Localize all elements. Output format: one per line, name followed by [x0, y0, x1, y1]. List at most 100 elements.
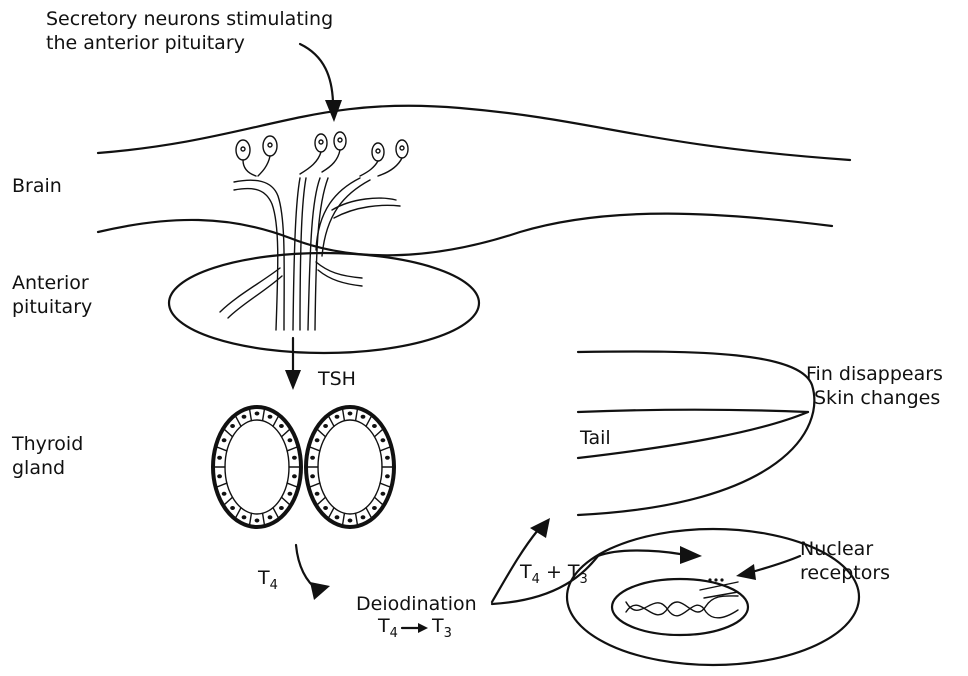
follicle-cell-divider: [309, 483, 320, 487]
follicle-cell-divider: [216, 483, 227, 487]
follicle-cell-nucleus: [292, 474, 297, 478]
follicle-cell-nucleus: [335, 515, 340, 519]
follicle-cell-divider: [263, 408, 265, 421]
follicle-cell-nucleus: [335, 415, 340, 419]
secretory-arrow-line: [300, 44, 333, 102]
follicle-cell-divider: [249, 408, 251, 421]
follicle-cell-divider: [380, 483, 391, 487]
follicle-cell-nucleus: [279, 424, 284, 428]
brain-upper-outline: [98, 106, 850, 160]
follicle-cell-nucleus: [361, 515, 366, 519]
anterior-pituitary-label-line1: Anterior: [12, 271, 89, 295]
tail-inner-lower: [578, 412, 808, 458]
follicle-cell-nucleus: [217, 456, 222, 460]
deiodination-to-cell-arrowhead: [680, 546, 702, 564]
follicle-cell-divider: [366, 508, 372, 519]
nucleus-outline: [612, 579, 748, 635]
follicle-cell-nucleus: [372, 424, 377, 428]
follicle-cell-divider: [316, 497, 325, 505]
t4-arrowhead: [310, 582, 330, 600]
conversion-label: T4: [378, 614, 398, 641]
follicle-cell-divider: [287, 446, 298, 450]
follicle-cell-nucleus: [385, 456, 390, 460]
follicle-cell-nucleus: [222, 492, 227, 496]
nuclear-receptors-arrow-line: [752, 556, 800, 572]
conversion-t4-base: T: [378, 615, 390, 637]
conversion-t3-subscript: 3: [444, 626, 452, 641]
follicle-cell-divider: [273, 415, 279, 426]
secretory-neurons-label-line2: the anterior pituitary: [46, 31, 245, 55]
nuclear-receptors-arrowhead: [736, 564, 756, 580]
follicle-cell-divider: [316, 428, 325, 436]
follicle-cell-divider: [380, 446, 391, 450]
t4t3-t4-subscript: 4: [532, 572, 540, 587]
brain-lower-outline: [98, 214, 832, 256]
follicle-cell-nucleus: [255, 519, 260, 523]
follicle-cell-nucleus: [323, 506, 328, 510]
follicle-cell-divider: [223, 497, 232, 505]
follicle-cell-divider: [342, 513, 344, 526]
follicle-cells: [213, 408, 394, 526]
thyroid-follicle-right: [306, 407, 394, 527]
follicle-cell-nucleus: [268, 515, 273, 519]
tsh-arrowhead: [285, 370, 301, 390]
skin-changes-label: Skin changes: [814, 386, 940, 410]
conversion-arrowhead: [418, 623, 428, 633]
fin-disappears-label: Fin disappears: [806, 362, 943, 386]
secretory-neurons-label-line1: Secretory neurons stimulating: [46, 7, 333, 31]
follicle-cell-nucleus: [222, 438, 227, 442]
follicle-cell-nucleus: [361, 415, 366, 419]
follicle-cell-nucleus: [372, 506, 377, 510]
follicle-cell-divider: [282, 428, 291, 436]
follicle-cell-divider: [263, 513, 265, 526]
follicle-cell-divider: [235, 415, 241, 426]
follicle-cell-divider: [342, 408, 344, 421]
conversion-t3-base: T: [432, 615, 444, 637]
follicle-cell-nucleus: [292, 456, 297, 460]
tail-label: Tail: [580, 426, 611, 450]
t4-label: T4: [258, 566, 278, 593]
follicle-cell-nucleus: [381, 492, 386, 496]
t4t3-t4-base: T: [520, 561, 532, 583]
follicle-cell-nucleus: [348, 519, 353, 523]
follicle-cell-nucleus: [385, 474, 390, 478]
follicle-cell-divider: [366, 415, 372, 426]
follicle-cell-nucleus: [310, 474, 315, 478]
follicle-cell-nucleus: [268, 415, 273, 419]
t4-label-subscript: 4: [270, 578, 278, 593]
nuclear-receptors-label-line1: Nuclear: [800, 537, 873, 561]
follicle-cell-nucleus: [348, 412, 353, 416]
follicle-cell-divider: [328, 415, 334, 426]
follicle-cell-divider: [249, 513, 251, 526]
nuclear-receptors-label-line2: receptors: [800, 561, 890, 585]
follicle-cell-nucleus: [288, 492, 293, 496]
follicle-cell-divider: [356, 513, 358, 526]
follicle-cell-nucleus: [315, 438, 320, 442]
follicle-cell-nucleus: [230, 506, 235, 510]
tsh-label: TSH: [318, 367, 356, 391]
deiodination-label: Deiodination: [356, 592, 477, 616]
follicle-cell-nucleus: [381, 438, 386, 442]
follicle-cell-divider: [375, 497, 384, 505]
follicle-cell-nucleus: [230, 424, 235, 428]
follicle-cell-divider: [235, 508, 241, 519]
follicle-cell-divider: [356, 408, 358, 421]
t4t3-plus: +: [546, 561, 562, 583]
follicle-cell-nucleus: [242, 415, 247, 419]
follicle-cell-nucleus: [255, 412, 260, 416]
follicle-cell-nucleus: [288, 438, 293, 442]
tail-outline-upper: [578, 351, 814, 515]
follicle-cell-nucleus: [279, 506, 284, 510]
brain-label: Brain: [12, 174, 62, 198]
follicle-cell-divider: [273, 508, 279, 519]
follicle-cell-divider: [375, 428, 384, 436]
follicle-cell-nucleus: [310, 456, 315, 460]
follicle-cell-divider: [287, 483, 298, 487]
follicle-cell-divider: [282, 497, 291, 505]
follicle-cell-nucleus: [242, 515, 247, 519]
thyroid-gland-label-line2: gland: [12, 456, 65, 480]
follicle-cell-divider: [328, 508, 334, 519]
tail-inner-upper: [578, 410, 808, 412]
t4-label-base: T: [258, 567, 270, 589]
